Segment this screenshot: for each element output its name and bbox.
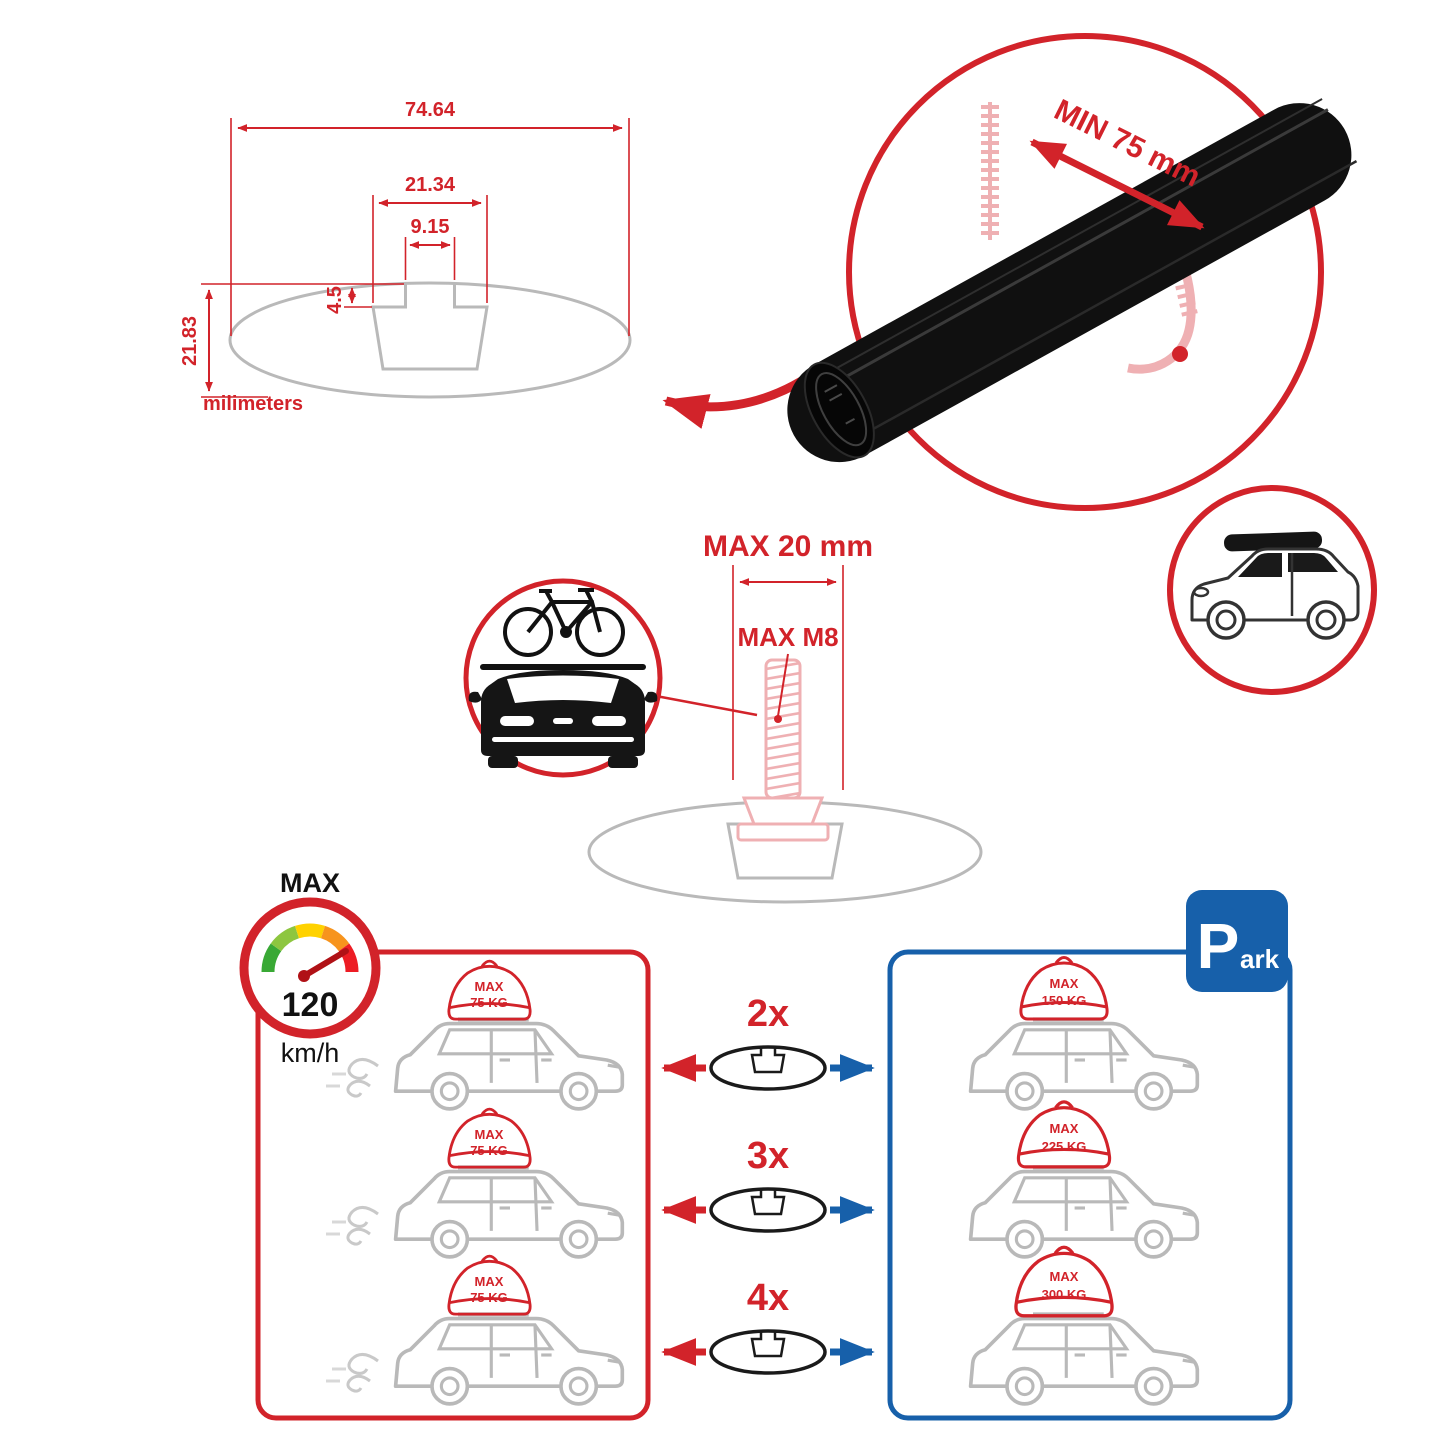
bag-max-label: MAX [475, 979, 504, 994]
park-sign-suffix: ark [1240, 944, 1280, 974]
side-windows [1288, 553, 1338, 572]
bolt-flange [741, 796, 825, 826]
roofbox-car-badge [1167, 485, 1377, 695]
bag-max-label: MAX [1050, 1121, 1079, 1136]
bag-weight-label: 300 KG [1042, 1287, 1087, 1302]
badge-leader [655, 694, 758, 717]
speedometer-dial [239, 897, 381, 1039]
bar-cross-section-outline [228, 281, 632, 399]
max-thread-label: MAX M8 [737, 622, 838, 652]
dim-total-height-label: 21.83 [179, 316, 201, 366]
bar-section-icon [709, 1329, 827, 1375]
speed-max-label: MAX [280, 868, 340, 898]
left-mirror [468, 691, 482, 703]
bar-section-icon [709, 1045, 827, 1091]
dim-channel-width-label: 21.34 [405, 174, 456, 196]
rear-wheel [1306, 600, 1346, 640]
roof-box [1224, 531, 1323, 552]
max-length-label: MAX 20 mm [703, 530, 873, 563]
multi-bar-capacity-panel: MAX 150 KG MAX 225 KG MAX 300 KG [887, 949, 1293, 1421]
detail-circle [846, 33, 1324, 511]
dim-total-width-label: 74.64 [405, 99, 456, 121]
clamp-pivot-dot [1172, 346, 1188, 362]
headlight [1192, 586, 1210, 598]
bar-section-icon [709, 1187, 827, 1233]
bag-weight-label: 225 KG [1042, 1139, 1087, 1154]
right-headlight [592, 716, 626, 726]
speed-value: 120 [282, 986, 339, 1024]
bar-end-cap [803, 361, 875, 459]
park-sign-letter: P [1197, 910, 1240, 982]
bag-weight-label: 75 KG [470, 995, 508, 1010]
multiplier-arrows: 2x 3x 4x [661, 993, 875, 1375]
front-wheel [1206, 600, 1246, 640]
bag-max-label: MAX [1050, 976, 1079, 991]
dimension-diagram: 74.64 21.34 9.15 4.5 21.83 milimeters [179, 99, 632, 415]
park-sign: P ark [1186, 890, 1288, 992]
bag-weight-label: 150 KG [1042, 993, 1087, 1008]
min-clamp-arrow [1029, 138, 1205, 231]
bag-weight-label: 75 KG [470, 1290, 508, 1305]
speed-units: km/h [281, 1038, 340, 1068]
thread-leader [777, 653, 789, 717]
min-clamp-label: MIN 75 mm [1049, 93, 1205, 193]
multiplier-2x: 2x [747, 993, 789, 1035]
single-bar-capacity-panel: MAX 75 KG MAX 75 KG MAX 75 KG [255, 949, 651, 1421]
speedometer: MAX 120 km/h [239, 868, 381, 1068]
windshield [1238, 553, 1282, 577]
dim-slot-width-label: 9.15 [411, 216, 450, 238]
multiplier-4x: 4x [747, 1277, 789, 1319]
roof-bar [480, 664, 646, 670]
bicycle [503, 588, 625, 657]
t-slot-profile [371, 284, 489, 371]
bag-weight-label: 75 KG [470, 1143, 508, 1158]
gauge-arc [261, 923, 359, 973]
left-headlight [500, 716, 534, 726]
car-windshield [507, 675, 619, 703]
bar-detail: MIN 75 mm [787, 33, 1358, 511]
bike-car-badge [463, 578, 758, 778]
dim-lip-height-label: 4.5 [324, 286, 346, 314]
bag-max-label: MAX [1050, 1269, 1079, 1284]
bolt-t-nut [736, 822, 830, 842]
crossbar-render [787, 98, 1358, 463]
bolt-detail: MAX 20 mm MAX M8 [587, 530, 983, 904]
multiplier-3x: 3x [747, 1135, 789, 1177]
bag-max-label: MAX [475, 1127, 504, 1142]
park-sign-plate [1186, 890, 1288, 992]
right-mirror [644, 691, 658, 703]
bag-max-label: MAX [475, 1274, 504, 1289]
units-label: milimeters [203, 393, 303, 415]
bumper-line [492, 737, 634, 742]
gauge-needle [301, 948, 349, 979]
